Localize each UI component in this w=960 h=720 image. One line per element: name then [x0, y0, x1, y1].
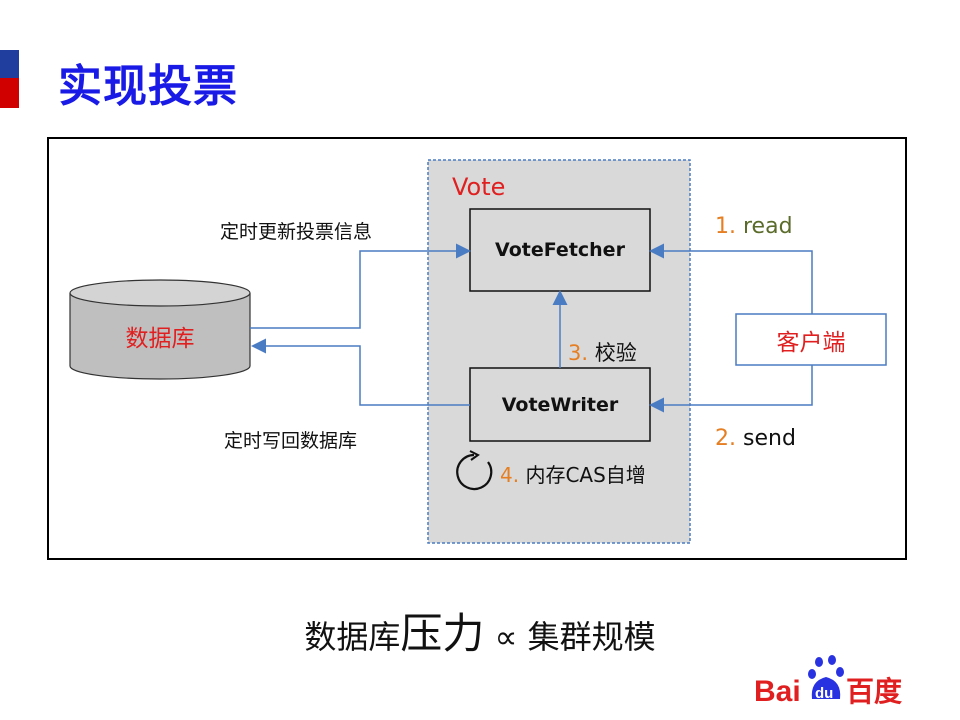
- writeback-arrow: [251, 338, 470, 406]
- vote-writer-shape: [469, 367, 651, 442]
- accent-bar-red: [0, 78, 19, 108]
- formula-part1: 数据库: [304, 618, 401, 656]
- step2-number: 2.: [715, 426, 736, 451]
- vote-group-label: Vote: [452, 173, 506, 201]
- accent-bar-blue: [0, 50, 19, 78]
- svg-text:du: du: [815, 685, 833, 702]
- read-arrow: [649, 243, 813, 314]
- vote-fetcher-shape: [469, 208, 651, 292]
- formula-part3: 集群规模: [527, 618, 656, 656]
- step3-number: 3.: [568, 341, 589, 365]
- update-label: 定时更新投票信息: [220, 221, 373, 243]
- vote-fetcher: VoteFetcher: [495, 239, 625, 261]
- step4-number: 4.: [500, 463, 520, 487]
- svg-text:Bai: Bai: [754, 675, 801, 707]
- step2-label: 2. send: [715, 426, 796, 451]
- writeback-label: 定时写回数据库: [224, 430, 358, 452]
- cycle-icon: [456, 450, 493, 491]
- database-label: 数据库: [125, 326, 195, 352]
- client-shape: [735, 313, 887, 366]
- step1-text: read: [743, 214, 793, 239]
- svg-text:百度: 百度: [846, 675, 902, 707]
- step3-text: 校验: [594, 341, 637, 365]
- vote-writer: VoteWriter: [501, 393, 619, 416]
- formula-part2: 压力: [400, 609, 485, 658]
- slide-title: 实现投票: [58, 61, 238, 112]
- formula-symbol: ∝: [494, 618, 518, 656]
- send-arrow: [649, 365, 813, 413]
- step4-text: 内存CAS自增: [525, 463, 646, 487]
- diagram-frame: [47, 137, 907, 560]
- step4-label: 4. 内存CAS自增: [500, 459, 646, 488]
- client-label: 客户端: [776, 329, 846, 356]
- bottom-formula: 数据库压力 ∝ 集群规模: [0, 600, 960, 661]
- step1-label: 1. read: [715, 214, 793, 239]
- database-cylinder: [69, 279, 251, 380]
- step2-text: send: [743, 426, 796, 451]
- baidu-logo: Bai du 百度: [754, 655, 902, 707]
- update-arrow: [250, 243, 471, 329]
- step3-label: 3. 校验: [568, 337, 637, 367]
- step1-number: 1.: [715, 214, 736, 239]
